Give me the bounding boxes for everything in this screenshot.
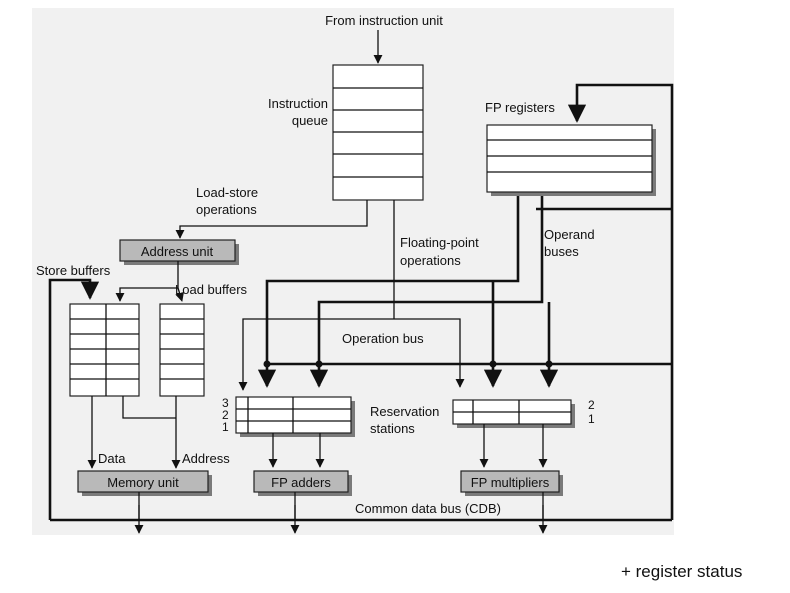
junction-dot [263, 360, 271, 368]
multiplier-reservation-stations [452, 399, 575, 428]
multiplier-station-number-2: 2 [588, 398, 595, 412]
fp-operations-label-2: operations [400, 253, 461, 268]
adder-station-number-3: 3 [222, 396, 229, 410]
address-label: Address [182, 451, 230, 466]
fp-registers [486, 124, 656, 196]
address-to-store-arrow [115, 261, 179, 302]
fp-registers-label: FP registers [485, 100, 555, 115]
operand-bus-a [257, 196, 520, 388]
load-store-arrow [175, 200, 368, 239]
operand-buses-label-1: Operand [544, 227, 595, 242]
memory-unit-label: Memory unit [107, 475, 179, 490]
fp-multipliers [460, 470, 563, 496]
operand-bus-b [309, 196, 544, 388]
store-buffers [69, 303, 140, 397]
adder-station-number-1: 1 [222, 420, 229, 434]
fp-adders-label: FP adders [271, 475, 331, 490]
load-store-label-1: Load-store [196, 185, 258, 200]
store-buffers-label: Store buffers [36, 263, 111, 278]
memory-unit [77, 470, 212, 496]
reservation-stations-label-1: Reservation [370, 404, 439, 419]
adder-station-number-2: 2 [222, 408, 229, 422]
instruction-queue [332, 64, 424, 201]
cdb-to-fp-registers [567, 83, 674, 364]
fp-operations-label-1: Floating-point [400, 235, 479, 250]
junction-dot [489, 360, 497, 368]
register-status-caption: + register status [621, 562, 743, 581]
operation-bus-label: Operation bus [342, 331, 424, 346]
instruction-queue-label-1: Instruction [268, 96, 328, 111]
cdb-to-store-buffers [48, 278, 100, 520]
operation-bus-right-arrow [242, 318, 465, 388]
store-address-line [122, 396, 176, 419]
address-unit [119, 239, 239, 265]
junction-dot [315, 360, 323, 368]
address-unit-label: Address unit [141, 244, 214, 259]
address-to-load-arrow [175, 287, 184, 302]
junction-dot [545, 360, 553, 368]
common-data-bus-label: Common data bus (CDB) [355, 501, 501, 516]
fp-adders [253, 470, 352, 496]
load-buffers [159, 303, 205, 397]
reservation-stations-label-2: stations [370, 421, 415, 436]
operand-buses-label-2: buses [544, 244, 579, 259]
load-buffers-label: Load buffers [175, 282, 248, 297]
multiplier-station-number-1: 1 [588, 412, 595, 426]
instruction-queue-label-2: queue [292, 113, 328, 128]
data-label: Data [98, 451, 126, 466]
adder-reservation-stations [235, 396, 355, 437]
load-store-label-2: operations [196, 202, 257, 217]
from-instruction-unit-label: From instruction unit [325, 13, 443, 28]
fp-multipliers-label: FP multipliers [471, 475, 550, 490]
